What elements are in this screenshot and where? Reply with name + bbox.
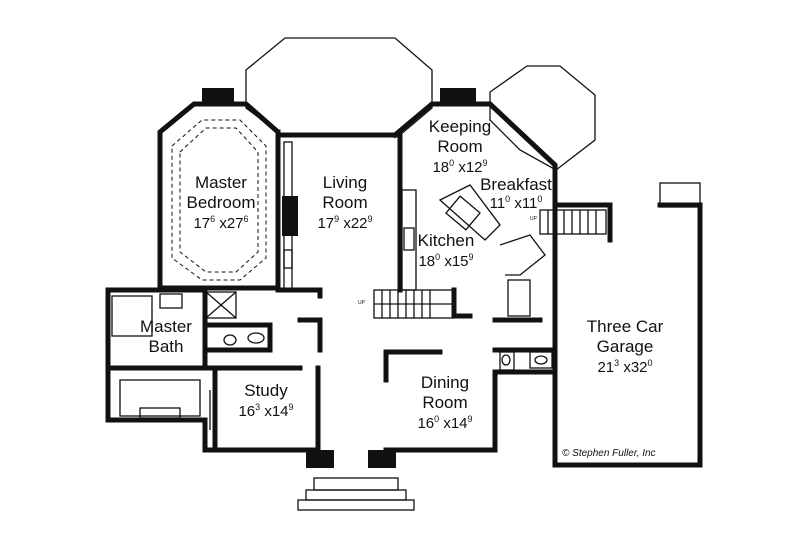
svg-text:Garage: Garage bbox=[597, 337, 654, 356]
copyright-credit: © Stephen Fuller, Inc bbox=[562, 448, 656, 459]
svg-text:Keeping: Keeping bbox=[429, 117, 491, 136]
svg-text:Kitchen: Kitchen bbox=[418, 231, 475, 250]
svg-text:180 x159: 180 x159 bbox=[418, 252, 473, 270]
master-fireplace bbox=[202, 88, 234, 104]
svg-text:Room: Room bbox=[422, 393, 467, 412]
svg-text:160 x149: 160 x149 bbox=[417, 414, 472, 432]
svg-text:179 x229: 179 x229 bbox=[317, 214, 372, 232]
room-master-bath: Master Bath bbox=[140, 317, 192, 356]
room-breakfast: Breakfast 110 x110 bbox=[480, 175, 552, 212]
svg-text:Master: Master bbox=[195, 173, 247, 192]
room-keeping-room: Keeping Room 180 x129 bbox=[429, 117, 491, 176]
exterior-walls bbox=[105, 101, 703, 468]
svg-text:Breakfast: Breakfast bbox=[480, 175, 552, 194]
fixtures bbox=[111, 141, 553, 430]
keeping-fireplace bbox=[440, 88, 476, 104]
main-stair bbox=[373, 289, 455, 319]
svg-text:110 x110: 110 x110 bbox=[490, 194, 543, 212]
svg-text:Room: Room bbox=[322, 193, 367, 212]
interior-walls bbox=[202, 132, 558, 453]
svg-text:Three Car: Three Car bbox=[587, 317, 664, 336]
room-study: Study 163 x149 bbox=[238, 381, 293, 420]
stair-up-label: UP bbox=[358, 300, 366, 306]
room-master-bedroom: Master Bedroom 176 x276 bbox=[187, 173, 256, 232]
svg-text:163 x149: 163 x149 bbox=[238, 402, 293, 420]
living-fireplace bbox=[282, 196, 298, 236]
svg-text:Bath: Bath bbox=[149, 337, 184, 356]
svg-text:Study: Study bbox=[244, 381, 288, 400]
front-steps bbox=[297, 477, 415, 511]
master-tray-ceiling-outer bbox=[171, 119, 267, 281]
room-kitchen: Kitchen 180 x159 bbox=[418, 231, 475, 270]
svg-text:Living: Living bbox=[323, 173, 367, 192]
room-garage: Three Car Garage 213 x320 bbox=[587, 317, 664, 376]
garage-stair-up-label: UP bbox=[530, 216, 538, 222]
living-room-bay bbox=[245, 37, 433, 136]
svg-text:Dining: Dining bbox=[421, 373, 469, 392]
porch-column-right bbox=[368, 450, 396, 468]
garage-stair bbox=[539, 209, 607, 235]
room-dining-room: Dining Room 160 x149 bbox=[417, 373, 472, 432]
svg-text:176 x276: 176 x276 bbox=[193, 214, 248, 232]
svg-text:213 x320: 213 x320 bbox=[597, 358, 652, 376]
svg-text:Room: Room bbox=[437, 137, 482, 156]
porch-column-left bbox=[306, 450, 334, 468]
room-living-room: Living Room 179 x229 bbox=[317, 173, 372, 232]
breakfast-bay bbox=[489, 65, 596, 171]
svg-text:180 x129: 180 x129 bbox=[432, 158, 487, 176]
master-tray-ceiling-inner bbox=[179, 127, 259, 273]
svg-text:Bedroom: Bedroom bbox=[187, 193, 256, 212]
svg-text:Master: Master bbox=[140, 317, 192, 336]
